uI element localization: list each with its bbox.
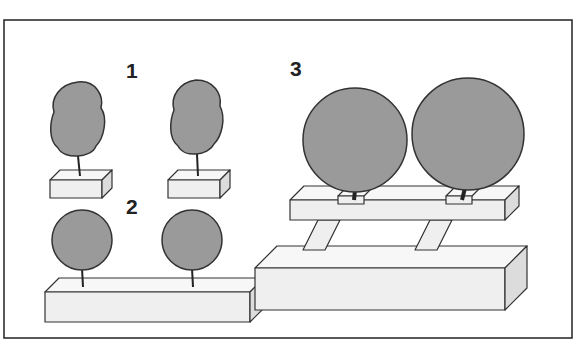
slab-side [505,246,527,310]
tree-crown [303,88,407,192]
crowns [303,78,524,192]
soil-channel [303,220,340,250]
trunk [192,268,193,287]
trunk [197,154,198,176]
continuous-trench [45,278,264,322]
tree-crown [162,210,222,270]
crowns [52,210,222,270]
pit-side [102,170,112,198]
trunks [78,154,198,176]
pit-front [338,196,364,204]
single-pits [50,170,230,198]
callout-number: 3 [290,58,302,79]
pit-front [168,180,220,198]
callout-number: 1 [126,60,138,81]
trench-front [45,292,250,322]
trunks [82,268,193,287]
crowns [51,80,223,156]
trench-front [290,200,505,220]
tree-crown [51,82,105,156]
slab-front [255,268,505,310]
trunk [78,156,80,176]
frame [4,20,572,338]
soil-channel [415,220,452,250]
tree-crown [412,78,524,190]
tree-crown [52,210,112,270]
pit-front [446,196,472,204]
pit-front [50,180,102,198]
slab-top [255,246,527,268]
trunk [82,268,83,287]
tree-crown [171,80,223,154]
connected-system [255,186,527,310]
callout-number: 2 [126,196,138,217]
trench-side [505,186,519,220]
trench-top [45,278,264,292]
pit-side [220,170,230,198]
